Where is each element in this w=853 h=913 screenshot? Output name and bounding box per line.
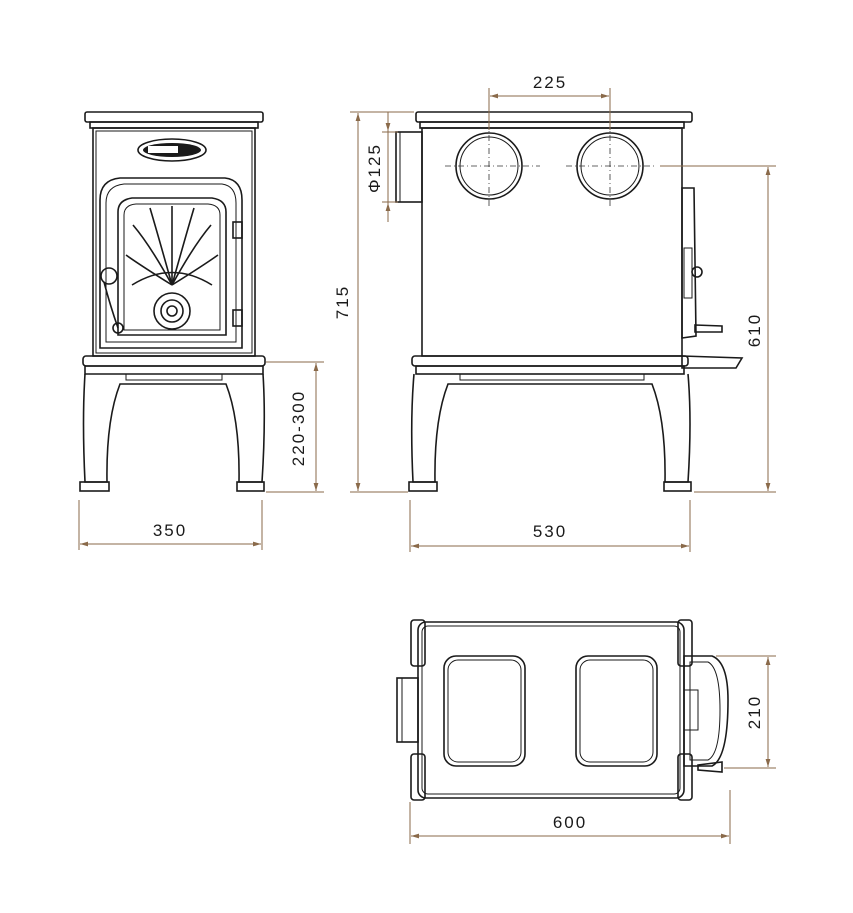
top-view — [396, 619, 729, 801]
dim-label-phi125: Φ125 — [365, 143, 384, 193]
air-control-dial — [153, 292, 191, 330]
side-legs — [410, 373, 691, 483]
dim-handle-depth: 210 — [716, 655, 776, 769]
front-legs — [82, 373, 266, 483]
hotplate-left — [443, 655, 526, 767]
side-door-profile — [681, 187, 697, 339]
dim-body-height: 610 — [660, 165, 776, 493]
top-plate — [417, 621, 685, 799]
dim-flue-spacing: 225 — [488, 73, 611, 130]
dim-label-350: 350 — [153, 521, 187, 540]
top-rear-flue — [396, 677, 419, 743]
dim-front-width: 350 — [78, 500, 263, 550]
front-door — [99, 177, 243, 349]
side-view — [395, 111, 744, 492]
dim-flue-diameter: Φ125 — [365, 112, 398, 222]
dim-label-610: 610 — [745, 313, 764, 347]
dim-label-210: 210 — [745, 695, 764, 729]
dim-label-715: 715 — [333, 285, 352, 319]
sunburst-grille — [125, 206, 219, 286]
flue-hole-right — [576, 132, 644, 200]
hotplate-right — [575, 655, 658, 767]
front-top-plate — [84, 111, 264, 123]
side-ash-lip — [681, 355, 744, 369]
logo-badge — [137, 138, 207, 162]
rear-flue-outlet — [395, 131, 423, 203]
top-door-handle — [683, 655, 729, 767]
dim-label-225: 225 — [533, 73, 567, 92]
dim-label-220-300: 220-300 — [289, 390, 308, 466]
hinge-top — [232, 221, 243, 239]
front-view — [79, 111, 266, 492]
dim-top-depth: 600 — [409, 790, 731, 844]
door-handle — [100, 267, 124, 334]
dim-label-530: 530 — [533, 522, 567, 541]
side-top-plate — [415, 111, 693, 123]
dim-side-width: 530 — [409, 500, 691, 552]
dim-label-600: 600 — [553, 813, 587, 832]
dim-total-height: 715 — [333, 111, 414, 493]
flue-hole-left — [455, 132, 523, 200]
dim-leg-height: 220-300 — [266, 361, 324, 493]
hinge-bottom — [232, 309, 243, 327]
